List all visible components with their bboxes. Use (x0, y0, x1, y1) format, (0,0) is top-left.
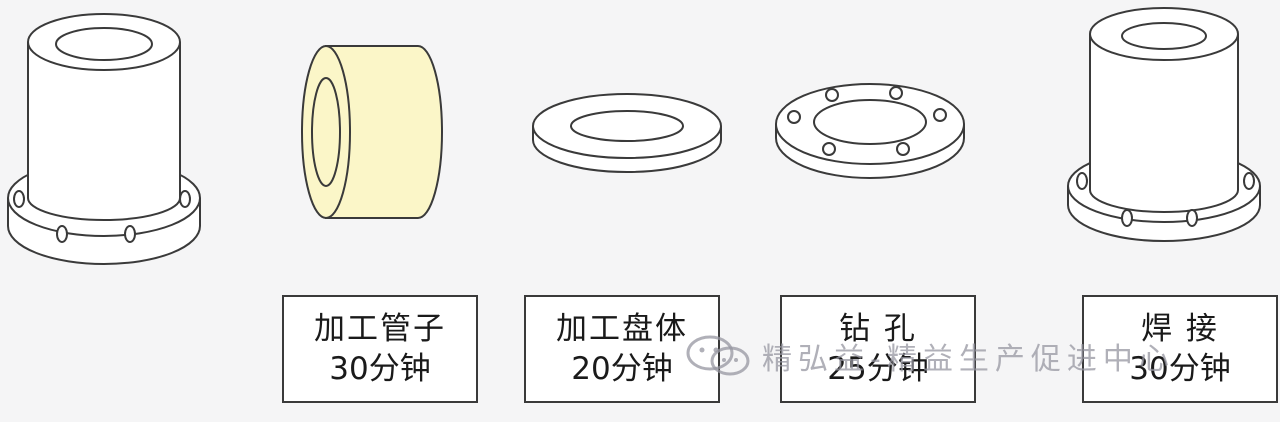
step-box-drill: 钻 孔 25分钟 (780, 295, 976, 403)
flanged-tube-right (1067, 7, 1261, 242)
step-box-disc: 加工盘体 20分钟 (524, 295, 720, 403)
step-name: 焊 接 (1141, 311, 1219, 347)
step-time: 25分钟 (827, 351, 929, 387)
flanged-tube-left (7, 13, 201, 265)
step-time: 20分钟 (571, 351, 673, 387)
step-time: 30分钟 (329, 351, 431, 387)
step-box-pipe: 加工管子 30分钟 (282, 295, 478, 403)
step-name: 加工管子 (314, 311, 446, 347)
step-time: 30分钟 (1129, 351, 1231, 387)
drilled-disc (775, 83, 965, 179)
plain-disc (532, 93, 722, 173)
step-name: 钻 孔 (839, 311, 917, 347)
pipe-section (301, 45, 443, 219)
step-name: 加工盘体 (556, 311, 688, 347)
step-box-weld: 焊 接 30分钟 (1082, 295, 1278, 403)
